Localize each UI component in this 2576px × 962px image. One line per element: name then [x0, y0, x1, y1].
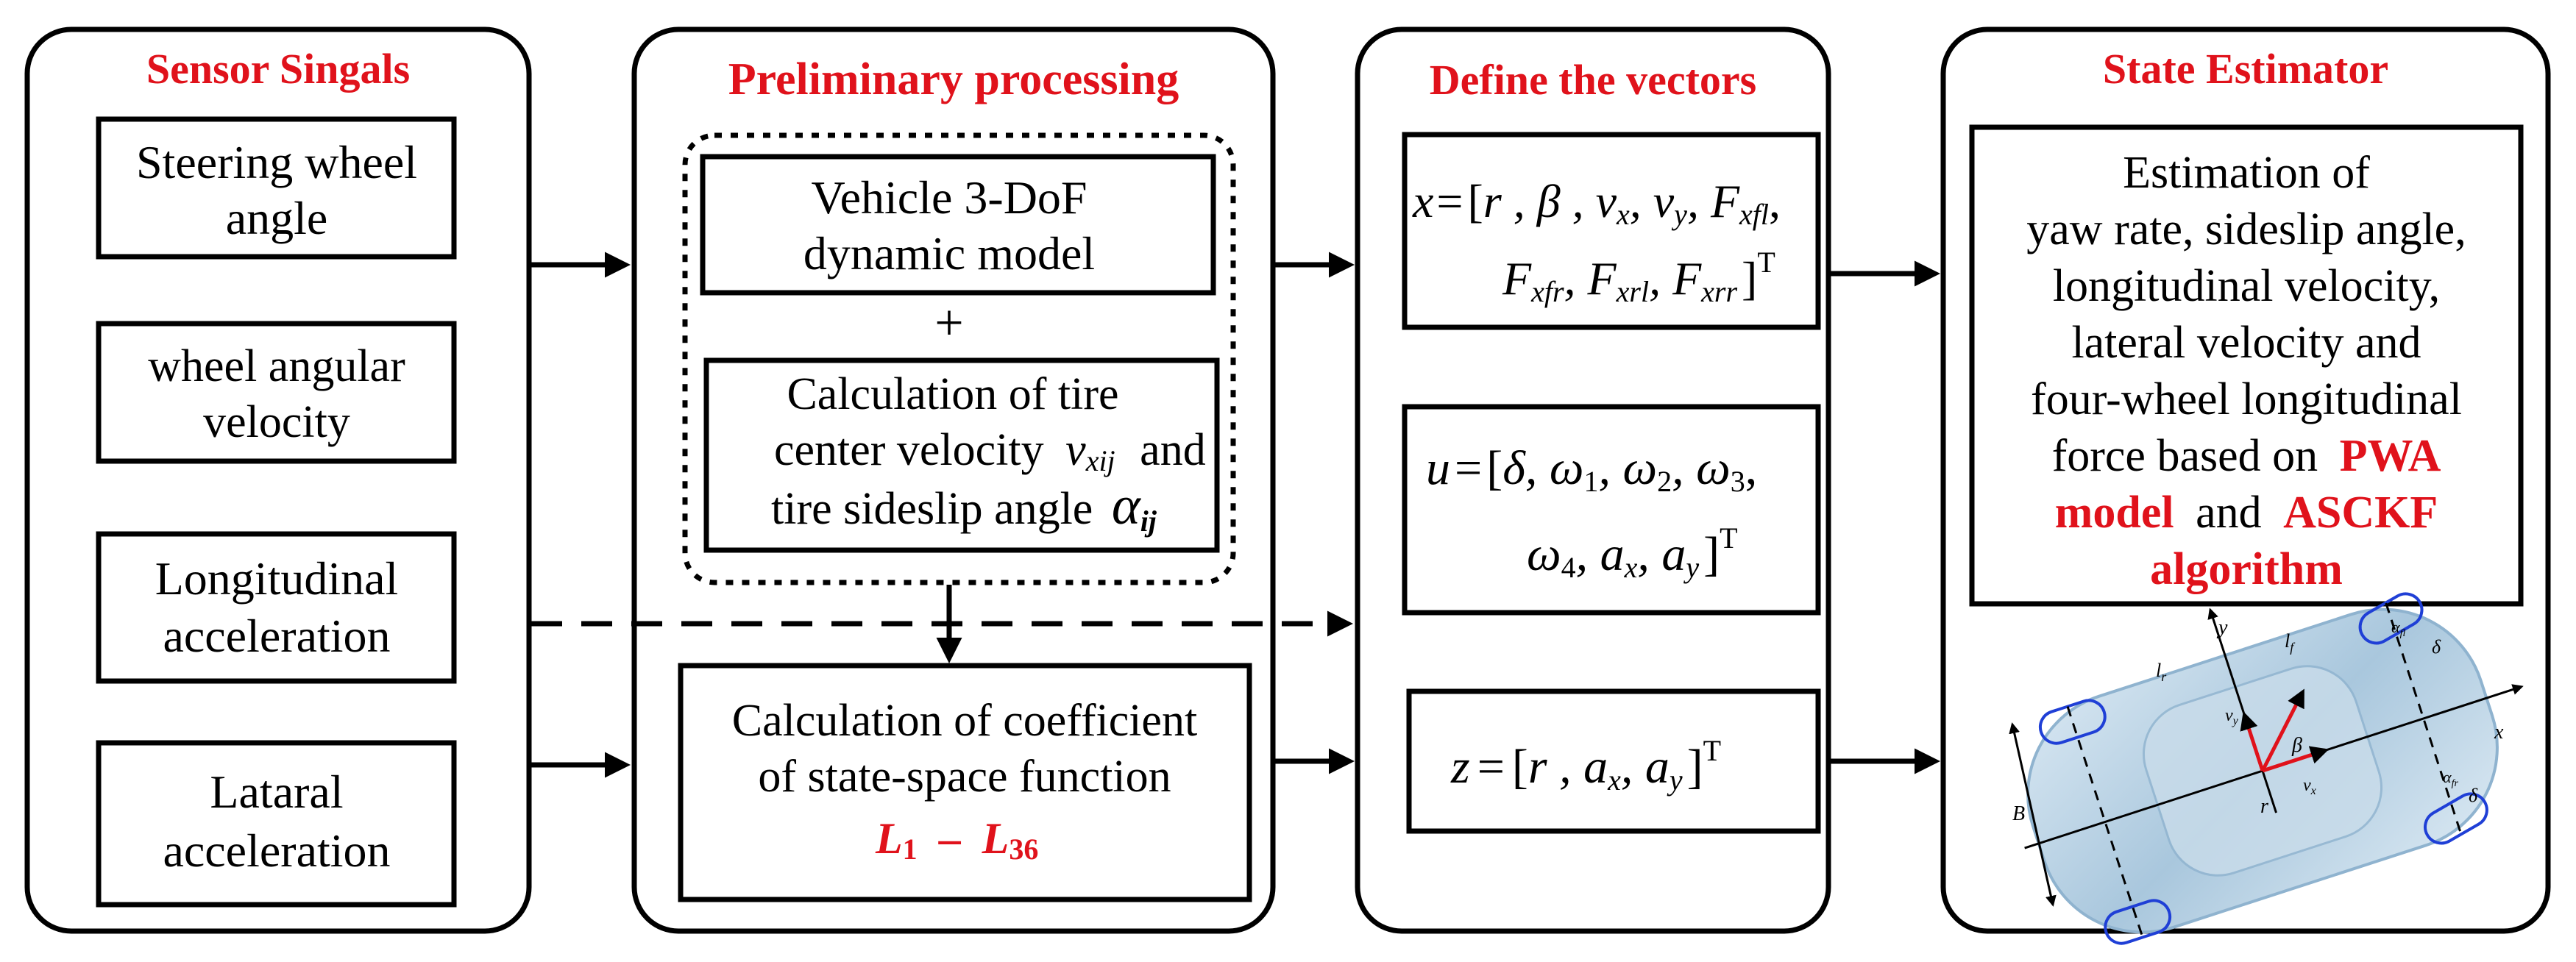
svg-text:αfr: αfr [2443, 768, 2458, 789]
svg-text:force based on PWA: force based on PWA [2052, 431, 2441, 481]
box-vehicle-model: Vehicle 3-DoF dynamic model [700, 154, 1216, 296]
svg-text:vy: vy [2225, 706, 2239, 727]
svg-text:lf: lf [2285, 630, 2296, 655]
panel-title-sensor: Sensor Singals [146, 45, 410, 93]
svg-text:ω4, ax, ay]T: ω4, ax, ay]T [1527, 521, 1738, 584]
svg-text:Lataral: Lataral [210, 766, 343, 818]
sensor-box-wheel-angular-velocity: wheel angular velocity [96, 321, 457, 464]
svg-text:αfl: αfl [2391, 618, 2405, 639]
panel-state-estimator: State Estimator Estimation of yaw rate, … [1940, 26, 2551, 945]
svg-text:x=[r , β , vx, vy, Fxfl,: x=[r , β , vx, vy, Fxfl, [1412, 175, 1781, 231]
svg-text:r: r [2260, 795, 2268, 818]
svg-text:lr: lr [2156, 660, 2167, 684]
svg-text:of state-space function: of state-space function [758, 752, 1171, 802]
svg-text:four-wheel longitudinal: four-wheel longitudinal [2031, 374, 2462, 424]
estimator-description-box: Estimation of yaw rate, sideslip angle, … [1969, 124, 2524, 607]
svg-text:Fxfr, Fxrl, Fxrr]T: Fxfr, Fxrl, Fxrr]T [1502, 246, 1775, 308]
vector-z-box: z=[r , ax, ay]T [1406, 688, 1821, 834]
vector-u-box: u=[δ, ω1, ω2, ω3, ω4, ax, ay]T [1402, 404, 1821, 616]
svg-text:L1 – L36: L1 – L36 [875, 814, 1038, 869]
svg-text:algorithm: algorithm [2150, 544, 2343, 594]
panel-sensor-signals: Sensor Singals Steering wheel angle whee… [24, 26, 532, 934]
svg-text:δ: δ [2469, 785, 2478, 806]
sensor-box-longitudinal-acceleration: Longitudinal acceleration [96, 531, 457, 684]
panel-title-preliminary: Preliminary processing [728, 54, 1179, 104]
vector-x-box: x=[r , β , vx, vy, Fxfl, Fxfr, Fxrl, Fxr… [1402, 132, 1821, 330]
svg-text:Estimation of: Estimation of [2123, 148, 2370, 198]
svg-text:Longitudinal: Longitudinal [155, 552, 399, 605]
svg-text:x: x [2494, 721, 2504, 744]
svg-text:longitudinal velocity,: longitudinal velocity, [2053, 261, 2440, 311]
panel-preliminary-processing: Preliminary processing Vehicle 3-DoF dyn… [631, 26, 1276, 934]
box-coefficient-calculation: Calculation of coefficient of state-spac… [678, 663, 1252, 902]
svg-text:wheel angular: wheel angular [148, 341, 405, 391]
svg-text:Calculation of tire: Calculation of tire [787, 369, 1118, 419]
svg-text:vx: vx [2303, 776, 2316, 797]
dotted-group [682, 132, 1236, 585]
svg-text:Calculation of coefficient: Calculation of coefficient [732, 696, 1197, 746]
svg-text:y: y [2216, 616, 2228, 639]
svg-text:acceleration: acceleration [163, 610, 390, 662]
svg-text:z=[r , ax, ay]T: z=[r , ax, ay]T [1450, 734, 1721, 797]
svg-text:dynamic model: dynamic model [803, 227, 1095, 279]
wheel-front-left [2358, 592, 2424, 645]
wheel-rear-right [2104, 899, 2172, 945]
svg-text:angle: angle [226, 192, 328, 244]
svg-text:β: β [2291, 734, 2302, 757]
sensor-box-lateral-acceleration: Lataral acceleration [96, 740, 457, 908]
sensor-box-steering: Steering wheel angle [96, 116, 457, 260]
wheel-front-right [2424, 792, 2488, 845]
svg-text:center velocity vxij: center velocity vxij and [774, 425, 1206, 481]
svg-text:Steering wheel: Steering wheel [136, 136, 417, 188]
svg-text:δ: δ [2432, 636, 2441, 658]
panel-title-define: Define the vectors [1430, 56, 1757, 104]
svg-text:Vehicle 3-DoF: Vehicle 3-DoF [811, 171, 1087, 224]
svg-text:velocity: velocity [203, 397, 350, 447]
svg-text:u=[δ, ω1, ω2, ω3,: u=[δ, ω1, ω2, ω3, [1426, 441, 1757, 498]
panel-title-estimator: State Estimator [2103, 45, 2388, 93]
plus-sign: + [934, 295, 963, 352]
svg-text:acceleration: acceleration [163, 824, 390, 877]
svg-text:B: B [2012, 802, 2025, 825]
vehicle-schematic: y x lr lf B β r vx vy δ δ αfl αfr [2009, 592, 2524, 945]
panel-define-vectors: Define the vectors x=[r , β , vx, vy, Fx… [1355, 26, 1831, 934]
svg-text:yaw rate, sideslip angle,: yaw rate, sideslip angle, [2026, 204, 2466, 254]
box-tire-calculation: Calculation of tire center velocity vxij… [703, 357, 1220, 553]
svg-text:lateral velocity and: lateral velocity and [2071, 318, 2421, 368]
svg-text:model and ASCK: model and ASCKF [2055, 488, 2438, 538]
svg-text:tire sideslip angle αi: tire sideslip angle αij [771, 476, 1157, 538]
